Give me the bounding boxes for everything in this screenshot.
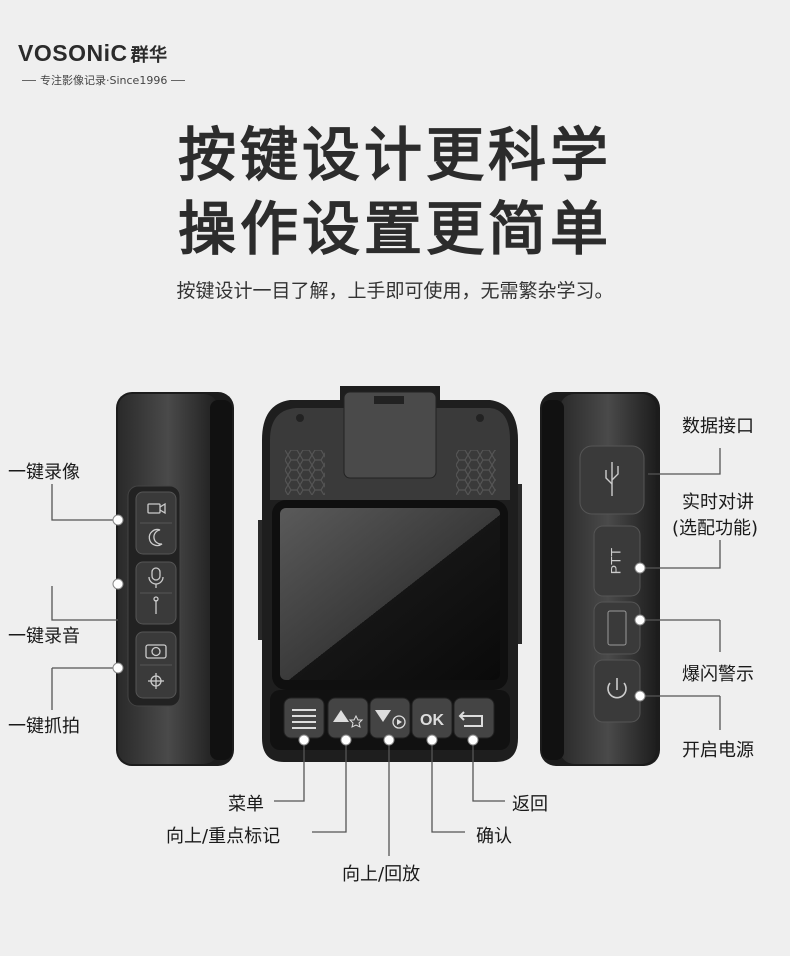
label-one-key-video: 一键录像 bbox=[8, 462, 80, 483]
flash-grid-icon bbox=[607, 610, 627, 646]
ptt-button-text: PTT bbox=[608, 547, 624, 574]
video-camera-icon bbox=[147, 502, 166, 515]
label-menu: 菜单 bbox=[228, 794, 264, 815]
label-confirm: 确认 bbox=[476, 826, 512, 847]
label-flash-warning: 爆闪警示 bbox=[682, 664, 754, 685]
headline-line-1: 按键设计更科学 bbox=[177, 121, 612, 189]
label-one-key-photo: 一键抓拍 bbox=[8, 716, 80, 737]
front-buttons: OK bbox=[283, 697, 495, 739]
brand-tagline-text: 专注影像记录·Since1996 bbox=[40, 74, 168, 87]
label-power-on: 开启电源 bbox=[682, 740, 754, 761]
moon-icon bbox=[148, 528, 163, 547]
up-triangle-icon bbox=[333, 710, 349, 722]
ok-button-text: OK bbox=[420, 712, 444, 729]
label-data-port: 数据接口 bbox=[682, 416, 754, 437]
front-view: OK bbox=[258, 386, 522, 762]
label-up-mark: 向上/重点标记 bbox=[166, 826, 281, 847]
down-triangle-icon bbox=[375, 710, 391, 722]
brand-name-cn: 群华 bbox=[130, 45, 168, 66]
target-icon bbox=[148, 673, 164, 689]
back-arrow-icon bbox=[458, 711, 483, 727]
usb-icon bbox=[605, 462, 619, 496]
power-icon bbox=[607, 678, 627, 699]
label-back: 返回 bbox=[512, 794, 548, 815]
marker-dots bbox=[112, 514, 646, 746]
brand-tagline: 专注影像记录·Since1996 bbox=[18, 72, 189, 88]
label-up-playback: 向上/回放 bbox=[342, 864, 421, 885]
right-side-view: PTT bbox=[540, 392, 660, 766]
left-side-view bbox=[116, 392, 234, 766]
label-one-key-audio: 一键录音 bbox=[8, 626, 80, 647]
label-ptt-line-2: (选配功能) bbox=[672, 518, 759, 539]
headline-line-2: 操作设置更简单 bbox=[177, 195, 612, 263]
camera-icon bbox=[145, 644, 167, 659]
star-icon bbox=[348, 714, 364, 728]
display-screen bbox=[280, 508, 500, 680]
microphone-icon bbox=[148, 567, 164, 588]
leader-lines bbox=[51, 448, 721, 856]
label-ptt-line-1: 实时对讲 bbox=[682, 492, 754, 513]
subline: 按键设计一目了解，上手即可使用，无需繁杂学习。 bbox=[176, 280, 614, 302]
brand-name-en: VOSONiC bbox=[18, 40, 128, 66]
menu-icon bbox=[292, 709, 316, 729]
playback-icon bbox=[392, 715, 406, 729]
torch-icon bbox=[153, 596, 159, 614]
